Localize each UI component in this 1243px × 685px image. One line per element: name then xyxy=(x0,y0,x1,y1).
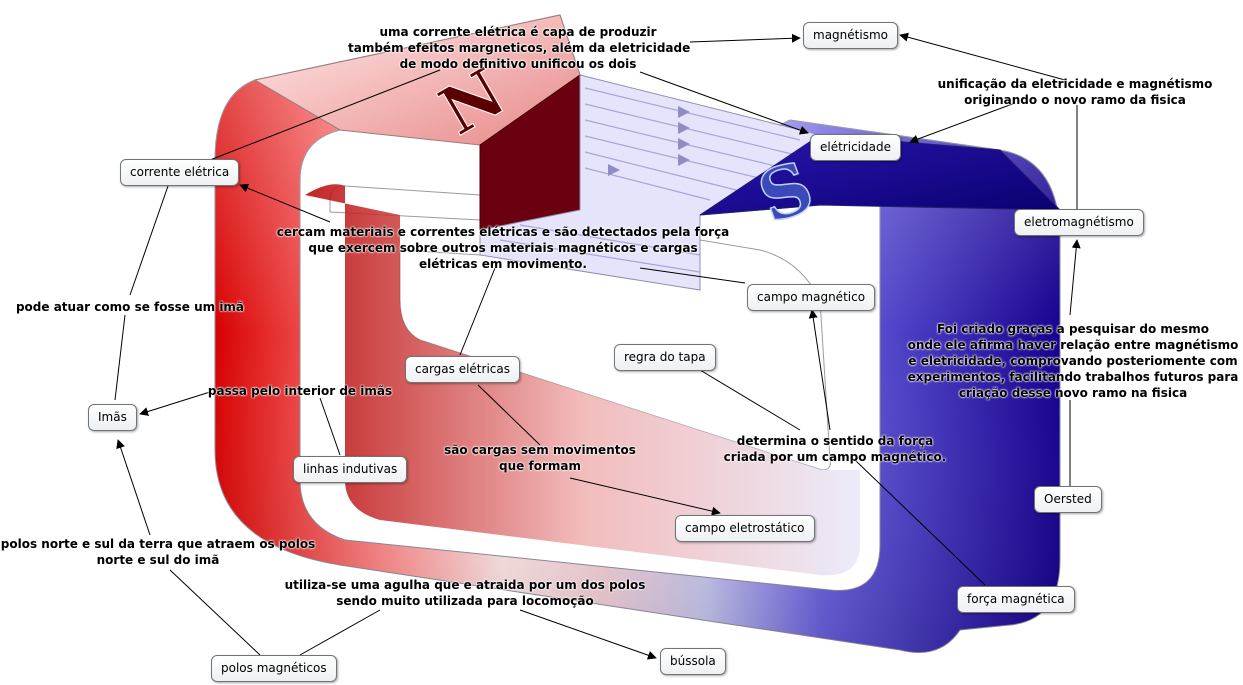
link-label-line: e eletricidade, comprovando posterioment… xyxy=(908,354,1238,368)
link-line xyxy=(639,71,809,135)
link-label-corrente-capaz: uma corrente elétrica é capa de produzir… xyxy=(348,24,691,72)
link-label-line: onde ele afirma haver relação entre magn… xyxy=(907,338,1239,352)
link-line xyxy=(699,369,801,431)
node-eletricidade[interactable]: elétricidade xyxy=(810,134,901,161)
link-line xyxy=(169,569,261,656)
link-line xyxy=(477,384,541,446)
node-oersted[interactable]: Oersted xyxy=(1034,486,1102,513)
link-line xyxy=(209,69,441,161)
link-label-pode-atuar: pode atuar como se fosse um imã xyxy=(10,299,250,315)
node-eletromagnetismo[interactable]: eletromagnétismo xyxy=(1014,209,1144,236)
link-line xyxy=(114,314,126,401)
south-pole-face xyxy=(699,134,1062,216)
link-label-line: de modo definitivo unificou os dois xyxy=(399,57,637,71)
link-label-line: utiliza-se uma agulha que e atraida por … xyxy=(284,578,646,592)
link-label-cercam: cercam materiais e correntes elétricas e… xyxy=(272,224,734,272)
node-imas[interactable]: Imãs xyxy=(88,404,137,431)
link-label-line: elétricas em movimento. xyxy=(419,257,587,271)
link-line xyxy=(116,439,151,536)
link-label-line: cercam materiais e correntes elétricas e… xyxy=(276,225,730,239)
link-label-line: passa pelo interior de imãs xyxy=(207,384,393,398)
link-label-line: que formam xyxy=(499,459,581,473)
link-label-line: polos norte e sul da terra que atraem os… xyxy=(0,537,316,551)
link-label-line: sendo muito utilizada para locomoção xyxy=(336,594,594,608)
link-line xyxy=(139,391,211,416)
link-line xyxy=(459,267,496,356)
node-polos-magneticos[interactable]: polos magnéticos xyxy=(211,655,337,682)
link-line xyxy=(808,309,831,431)
link-label-polos-terra: polos norte e sul da terra que atraem os… xyxy=(0,536,316,568)
link-label-determina: determina o sentido da força criada por … xyxy=(720,433,950,465)
link-label-line: que exercem sobre outros materiais magné… xyxy=(308,241,698,255)
link-label-line: norte e sul do imã xyxy=(96,553,220,567)
node-forca-magnetica[interactable]: força magnética xyxy=(957,586,1075,613)
link-label-line: unificação da eletricidade e magnétismo xyxy=(937,77,1213,91)
link-line xyxy=(299,609,381,656)
link-line xyxy=(909,102,1016,144)
link-label-line: são cargas sem movimentos xyxy=(444,443,636,457)
link-label-foi-criado: Foi criado graças a pesquisar do mesmo o… xyxy=(903,321,1243,401)
link-label-line: pode atuar como se fosse um imã xyxy=(15,300,245,314)
link-line xyxy=(639,267,746,284)
link-label-line: Foi criado graças a pesquisar do mesmo xyxy=(937,322,1209,336)
node-campo-eletrostatico[interactable]: campo eletrostático xyxy=(675,515,815,542)
link-line xyxy=(239,183,331,223)
link-label-line: uma corrente elétrica é capa de produzir xyxy=(379,25,657,39)
link-label-line: originando o novo ramo da fisica xyxy=(964,93,1186,107)
link-line xyxy=(129,185,169,296)
node-campo-magnetico[interactable]: campo magnético xyxy=(747,284,876,311)
link-label-line: determina o sentido da força xyxy=(736,434,934,448)
link-label-line: também efeitos margneticos, além da elet… xyxy=(348,41,691,55)
link-line xyxy=(854,459,986,586)
node-cargas-eletricas[interactable]: cargas elétricas xyxy=(405,356,520,383)
link-label-line: criação desse novo ramo na fisica xyxy=(958,386,1188,400)
link-line xyxy=(1069,239,1081,316)
node-regra-do-tapa[interactable]: regra do tapa xyxy=(614,344,716,371)
link-line xyxy=(689,33,801,43)
node-corrente-eletrica[interactable]: corrente elétrica xyxy=(120,159,240,186)
link-label-sao-cargas: são cargas sem movimentos que formam xyxy=(435,442,645,474)
link-label-line: criada por um campo magnético. xyxy=(723,450,947,464)
link-label-utiliza: utiliza-se uma agulha que e atraida por … xyxy=(275,577,655,609)
node-linhas-indutivas[interactable]: linhas indutivas xyxy=(293,456,408,483)
node-magnetismo[interactable]: magnétismo xyxy=(803,22,898,49)
link-line xyxy=(569,477,721,516)
link-line xyxy=(899,32,1066,81)
node-bussola[interactable]: bússola xyxy=(660,648,726,675)
link-label-unificacao: unificação da eletricidade e magnétismo … xyxy=(935,76,1215,108)
link-line xyxy=(319,397,341,456)
link-line xyxy=(519,609,657,660)
link-label-line: experimentos, facilitando trabalhos futu… xyxy=(907,370,1239,384)
link-label-passa-pelo: passa pelo interior de imãs xyxy=(200,383,400,399)
